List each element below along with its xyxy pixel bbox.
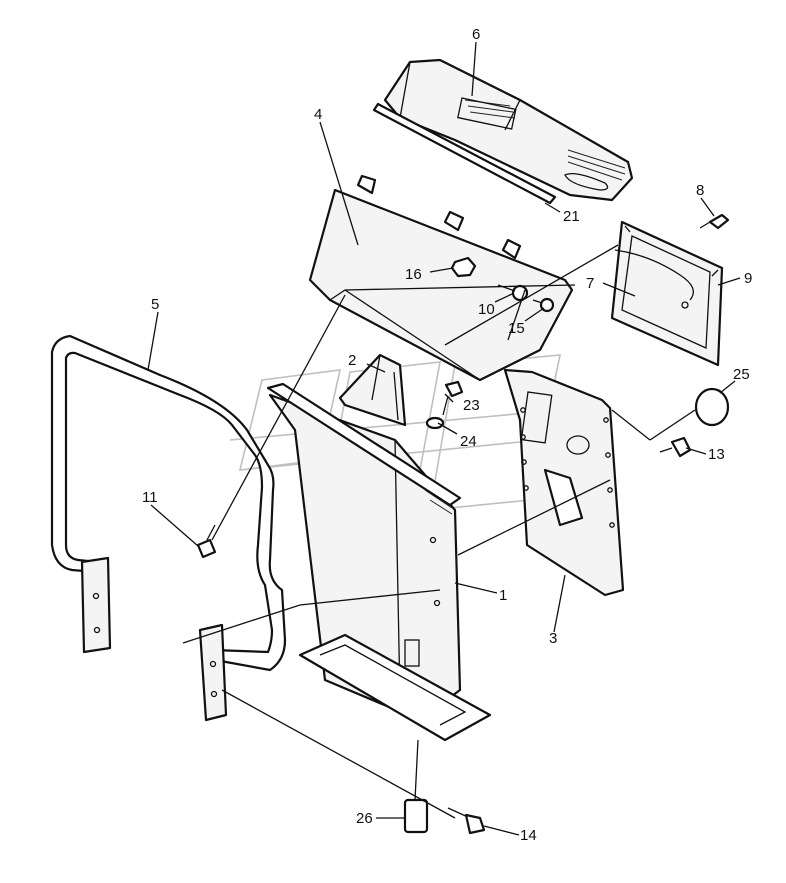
assembly-lines (182, 244, 696, 819)
callout-leaders (147, 41, 741, 836)
callout-4: 4 (314, 106, 322, 123)
callout-15: 15 (508, 320, 525, 337)
callout-5: 5 (151, 296, 159, 313)
part-2-bracket (338, 353, 407, 427)
part-6-top-cover (383, 58, 634, 202)
callout-2: 2 (348, 352, 356, 369)
part-23-bolt (442, 380, 464, 416)
part-7-frame-panel (610, 220, 724, 367)
part-24-washer (425, 416, 445, 430)
part-10-bolt (497, 284, 529, 302)
part-5-grab-rail (50, 334, 287, 722)
callout-9: 9 (744, 270, 752, 287)
callout-23: 23 (463, 397, 480, 414)
part-13-screw (659, 436, 692, 458)
callout-11: 11 (142, 489, 158, 506)
part-25-cap (694, 387, 730, 427)
callout-6: 6 (472, 26, 480, 43)
part-21-rod (372, 102, 557, 205)
callout-13: 13 (708, 446, 725, 463)
part-26-sleeve (403, 798, 429, 834)
callout-3: 3 (549, 630, 557, 647)
part-8-screw (699, 213, 730, 230)
part-4-console-box (308, 174, 576, 382)
callout-21: 21 (563, 208, 580, 225)
callout-14: 14 (520, 827, 537, 844)
part-14-bolt (447, 807, 486, 835)
callout-1: 1 (499, 587, 507, 604)
part-9-wire (614, 249, 694, 301)
callout-7: 7 (586, 275, 594, 292)
callout-8: 8 (696, 182, 704, 199)
callout-26: 26 (356, 810, 373, 827)
callout-16: 16 (405, 266, 422, 283)
callout-24: 24 (460, 433, 477, 450)
callout-25: 25 (733, 366, 750, 383)
part-3-side-panel (503, 368, 625, 597)
part-1-pedestal-column (266, 382, 492, 742)
callout-10: 10 (478, 301, 495, 318)
callout-labels: 1 2 3 4 5 6 7 8 9 10 11 13 14 15 16 21 2… (142, 26, 752, 844)
part-11-bolt (196, 524, 217, 559)
